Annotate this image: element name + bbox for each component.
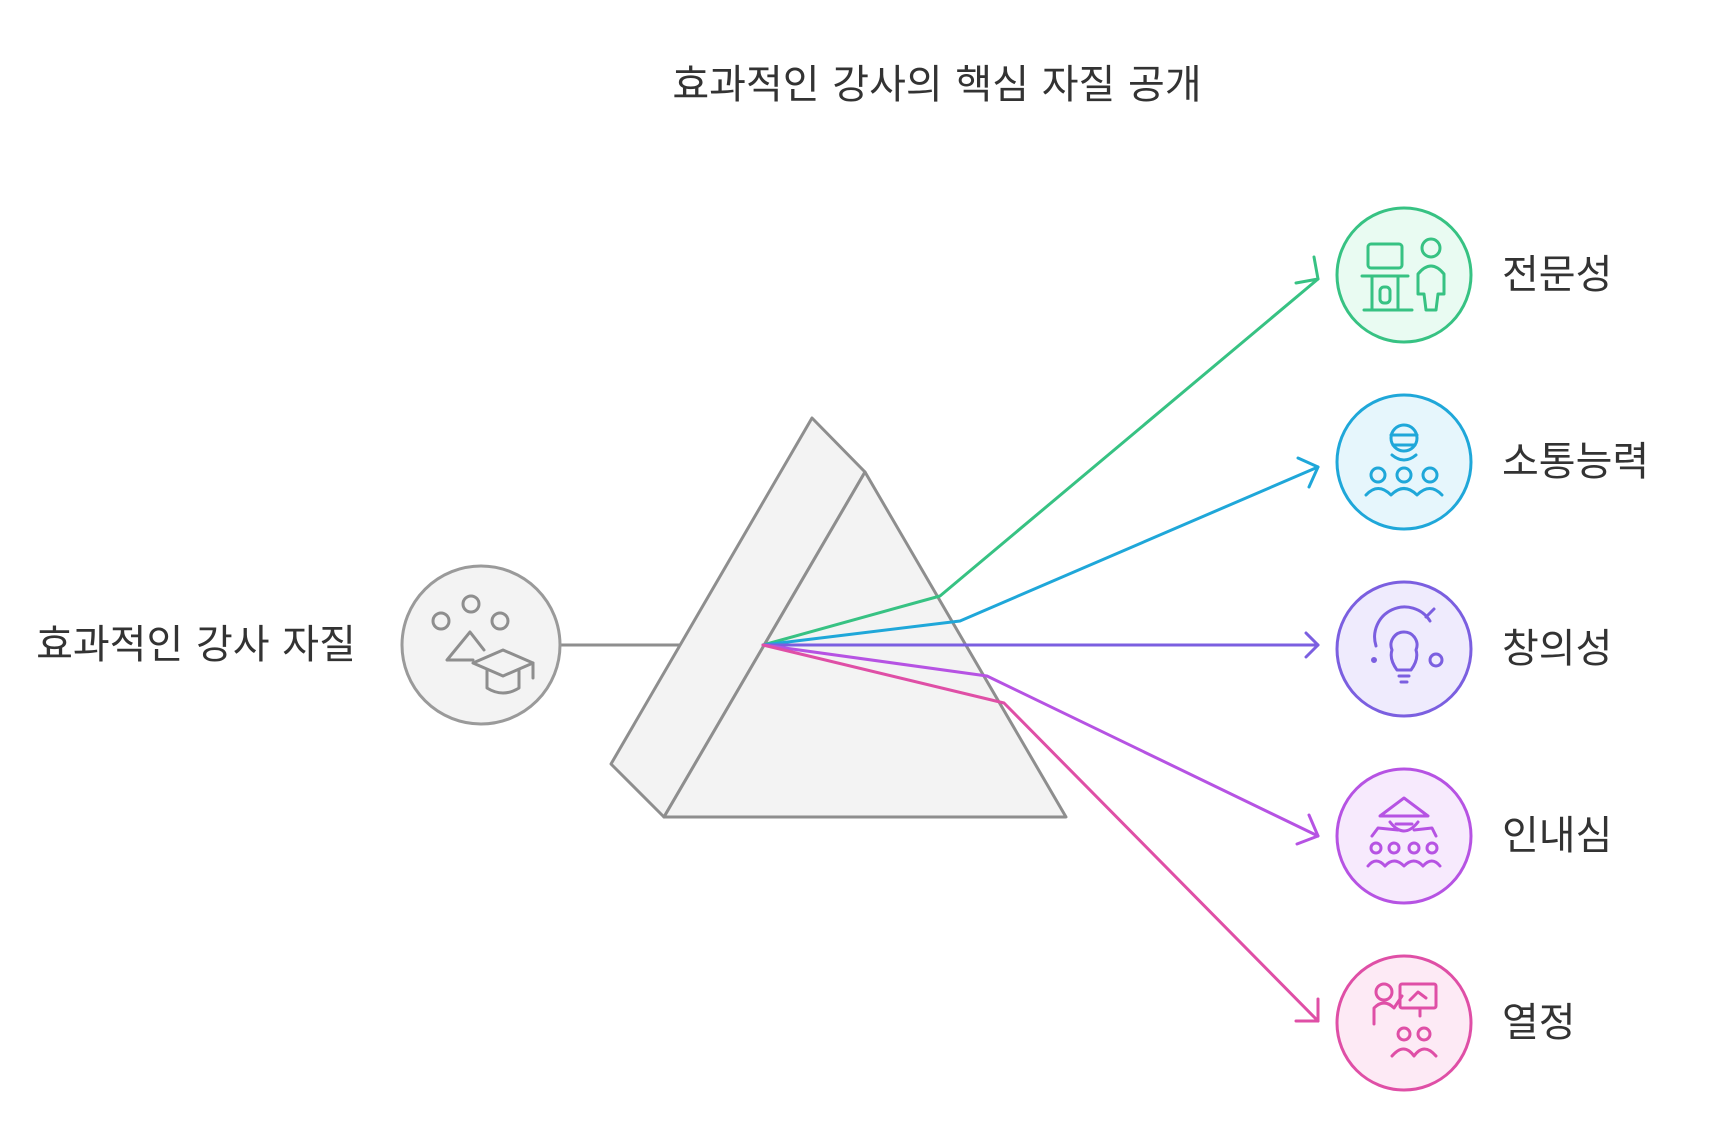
students-graduation-cap-icon [431,594,535,695]
node-circle [1335,580,1473,718]
teacher-class-icon [1366,796,1442,868]
source-node: 효과적인 강사 자질 [36,564,562,726]
output-node-creativity: 창의성 [1335,580,1612,718]
presenter-board-icon [1372,982,1438,1058]
source-label: 효과적인 강사 자질 [36,622,356,668]
output-label-communication: 소통능력 [1502,439,1649,485]
beam-creativity [761,631,1320,659]
output-node-passion: 열정 [1335,954,1576,1092]
output-label-passion: 열정 [1502,1000,1576,1046]
node-circle [1335,767,1473,905]
beam-patience [761,643,1320,846]
prism [609,416,1068,819]
speaker-audience-icon [1364,423,1444,497]
diagram-title: 효과적인 강사의 핵심 자질 공개 [672,62,1201,108]
output-beams [761,255,1320,1023]
output-node-expertise: 전문성 [1335,206,1612,344]
beam-passion [761,643,1320,1023]
beam-communication [761,456,1320,647]
teacher-at-board-icon [1360,237,1446,312]
output-node-patience: 인내심 [1335,767,1612,905]
output-label-patience: 인내심 [1502,813,1612,859]
output-node-communication: 소통능력 [1335,393,1649,531]
output-label-creativity: 창의성 [1502,626,1612,672]
beam-expertise [761,255,1320,647]
output-label-expertise: 전문성 [1502,252,1612,298]
node-circle [1335,393,1473,531]
lightbulb-icon [1371,605,1444,684]
node-circle [1335,954,1473,1092]
